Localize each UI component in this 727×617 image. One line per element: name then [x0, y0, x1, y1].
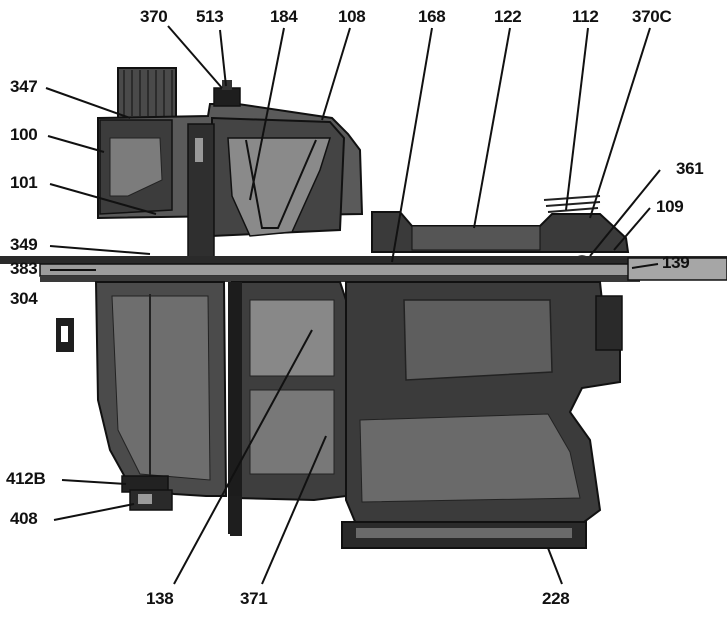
- leader-lines: [45, 25, 661, 585]
- leader-184: [249, 27, 285, 201]
- leader-347: [45, 87, 131, 119]
- lower-volute-inner: [111, 295, 211, 481]
- callout-228: 228: [542, 589, 570, 608]
- pump-body: [0, 67, 727, 549]
- pedestal-foot-panel: [359, 413, 581, 503]
- cover-window-top: [249, 299, 335, 377]
- drain-nut-highlight: [138, 494, 152, 504]
- leader-412b: [61, 479, 127, 485]
- callout-168: 168: [418, 7, 446, 26]
- impeller-cone: [227, 137, 332, 237]
- leader-370: [167, 25, 223, 89]
- leader-228: [547, 547, 563, 585]
- leader-138: [173, 329, 313, 585]
- callout-138: 138: [146, 589, 174, 608]
- leader-112: [565, 27, 589, 211]
- callout-349: 349: [10, 235, 38, 254]
- callout-408: 408: [10, 509, 38, 528]
- leader-371: [261, 435, 327, 585]
- leader-108: [321, 27, 351, 121]
- callout-139: 139: [662, 253, 690, 272]
- drain-bar: [228, 282, 242, 534]
- base-foot-groove: [356, 528, 572, 538]
- callout-112: 112: [572, 7, 599, 26]
- leader-100: [47, 135, 105, 153]
- callout-109: 109: [656, 197, 684, 216]
- callout-370: 370: [140, 7, 168, 26]
- shaft-extension: [627, 257, 727, 281]
- callout-370c: 370C: [632, 7, 672, 26]
- shaft-collar: [595, 295, 623, 351]
- callout-371: 371: [240, 589, 268, 608]
- callout-184: 184: [270, 7, 298, 26]
- bearing-housing-cap: [411, 225, 541, 251]
- callout-361: 361: [676, 159, 704, 178]
- leader-101: [49, 183, 157, 215]
- discharge-nozzle: [117, 67, 177, 119]
- leader-109: [613, 207, 651, 251]
- leader-408: [53, 503, 135, 521]
- wear-plate-column: [187, 123, 215, 259]
- casing-inner-passage: [109, 137, 163, 197]
- callout-101: 101: [10, 173, 38, 192]
- callout-383: 383: [10, 259, 38, 278]
- leader-349: [49, 245, 151, 255]
- callout-108: 108: [338, 7, 366, 26]
- callout-304: 304: [10, 289, 38, 308]
- shaft-lower-band: [40, 276, 640, 282]
- fin-lines: [543, 195, 601, 213]
- leader-513: [219, 29, 227, 87]
- callout-513: 513: [196, 7, 224, 26]
- callout-412b: 412B: [6, 469, 46, 488]
- fill-plug-cap: [222, 80, 232, 90]
- bearing-frame-window: [403, 299, 553, 381]
- leader-361: [589, 169, 661, 257]
- leader-139: [631, 263, 659, 269]
- cover-window-bottom: [249, 389, 335, 475]
- callout-122: 122: [494, 7, 522, 26]
- leader-168: [391, 27, 433, 263]
- shaft-upper-band: [0, 256, 727, 264]
- discharge-thread-lines: [123, 70, 173, 116]
- callout-100: 100: [10, 125, 38, 144]
- leader-370c: [589, 27, 651, 219]
- leader-122: [473, 27, 511, 229]
- callout-347: 347: [10, 77, 38, 96]
- cleanout-handle: [230, 496, 242, 536]
- shaft: [39, 263, 727, 277]
- fill-plug: [213, 87, 241, 107]
- wear-plate-highlight: [195, 138, 203, 162]
- left-bracket-slot: [61, 326, 68, 342]
